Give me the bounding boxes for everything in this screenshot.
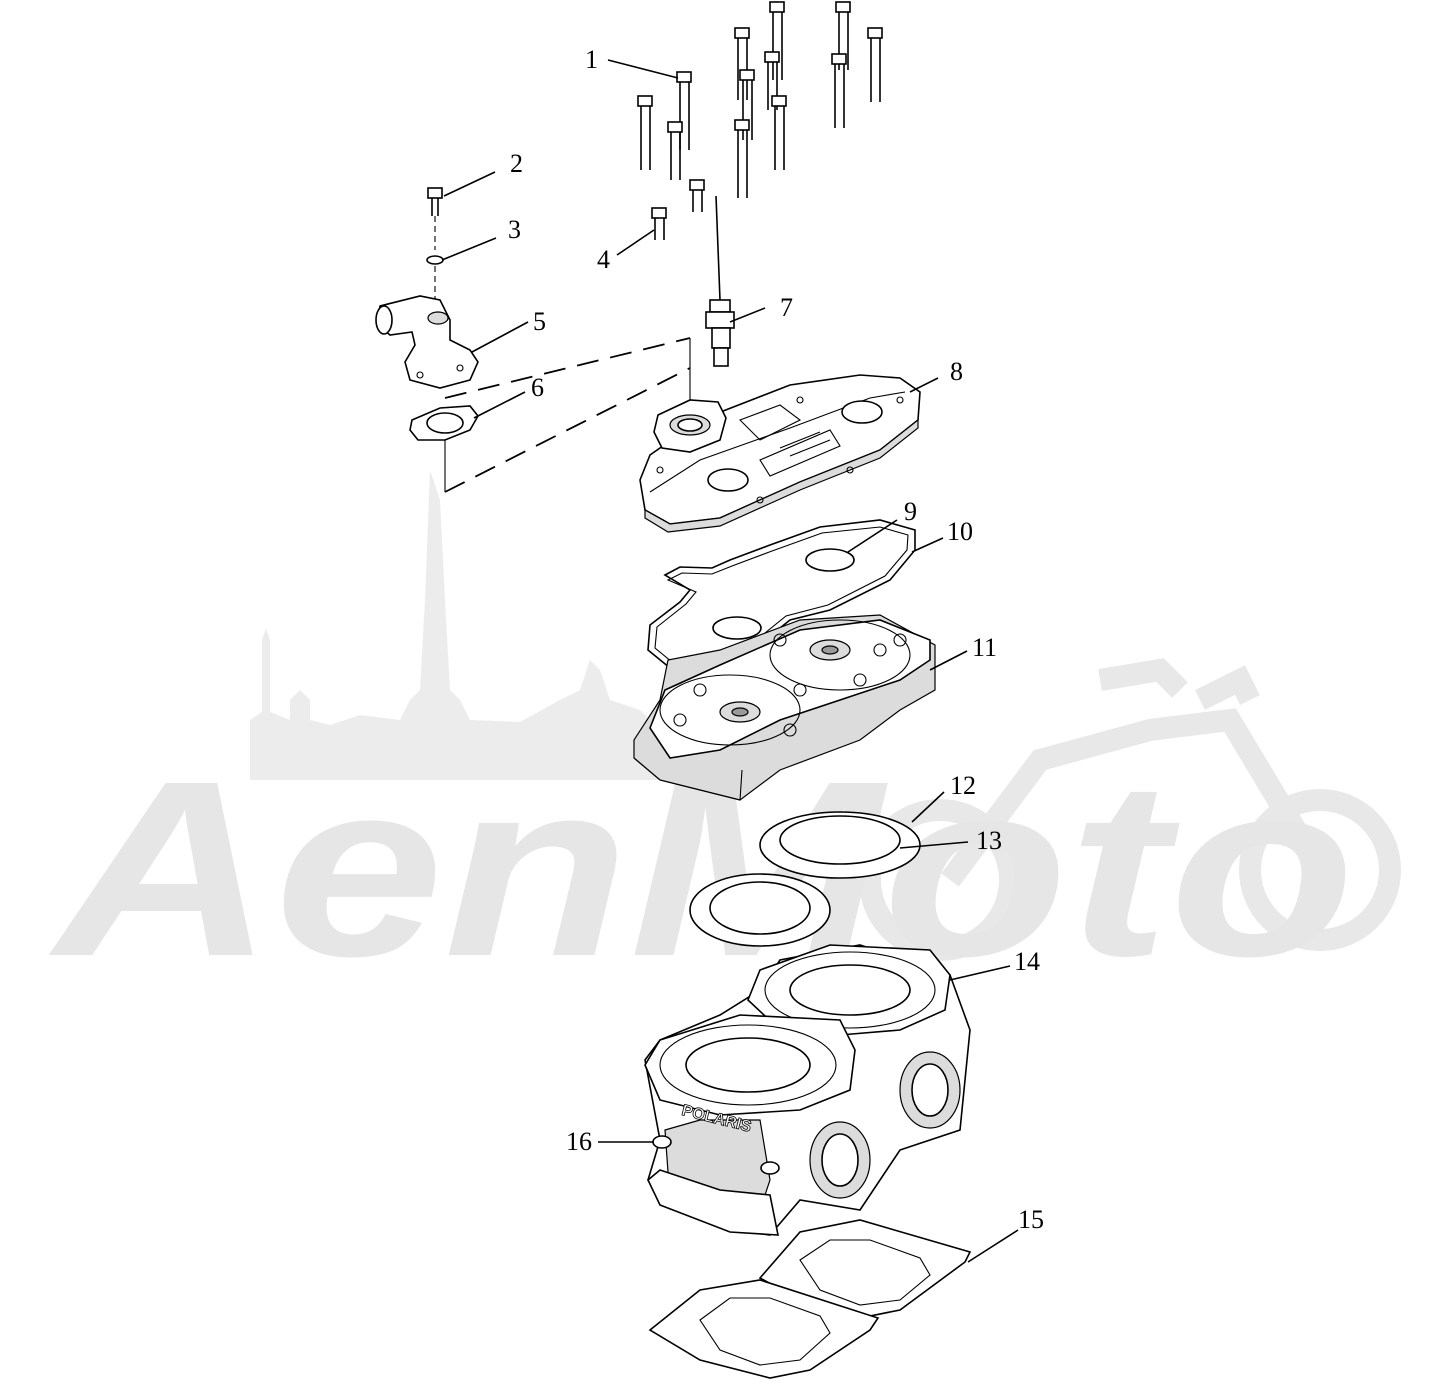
temperature-sensor (705, 195, 735, 367)
callout-3: 3 (508, 215, 521, 244)
leader-lines (441, 59, 1019, 1263)
callout-16: 16 (566, 1127, 592, 1156)
callout-9: 9 (904, 497, 917, 526)
cylinder-stud (652, 1135, 672, 1149)
callout-7: 7 (780, 293, 793, 322)
bolt (667, 121, 683, 180)
callout-2: 2 (510, 149, 523, 178)
bolt (734, 27, 750, 100)
callout-numbers: 1 2 3 4 5 6 7 8 9 10 11 12 13 14 15 16 (508, 45, 1044, 1234)
bolt (831, 53, 847, 128)
watermark-motorcycle (859, 658, 1401, 961)
callout-1: 1 (585, 45, 598, 74)
o-ring (805, 548, 855, 572)
head-seal-gasket (647, 519, 916, 671)
bolt (676, 71, 692, 150)
bolt (769, 1, 785, 80)
bolt (734, 119, 750, 198)
bolt-2-head (427, 187, 443, 199)
bolt (867, 27, 883, 102)
callout-10: 10 (947, 517, 973, 546)
head-gaskets (689, 811, 921, 947)
callout-5: 5 (533, 307, 546, 336)
callout-15: 15 (1018, 1205, 1044, 1234)
thermostat-assembly (375, 187, 691, 493)
cylinder-block: POLARIS (644, 944, 971, 1236)
bolt (771, 95, 787, 170)
callout-6: 6 (531, 373, 544, 402)
short-bolt (651, 207, 667, 240)
base-gaskets (648, 1219, 972, 1379)
cylinder-head (633, 614, 936, 801)
watermark-skyline (250, 470, 660, 780)
head-bolts (637, 1, 883, 240)
washer (426, 255, 444, 265)
callout-8: 8 (950, 357, 963, 386)
o-ring (712, 616, 762, 640)
short-bolt (689, 179, 705, 212)
head-o-ring-and-gasket (647, 519, 916, 671)
cylinder-head-cover (639, 374, 921, 533)
callout-4: 4 (597, 245, 610, 274)
callout-12: 12 (950, 771, 976, 800)
callout-13: 13 (976, 826, 1002, 855)
bolt (637, 95, 653, 170)
callout-11: 11 (972, 633, 997, 662)
callout-14: 14 (1014, 947, 1040, 976)
thermostat-housing (377, 295, 479, 389)
